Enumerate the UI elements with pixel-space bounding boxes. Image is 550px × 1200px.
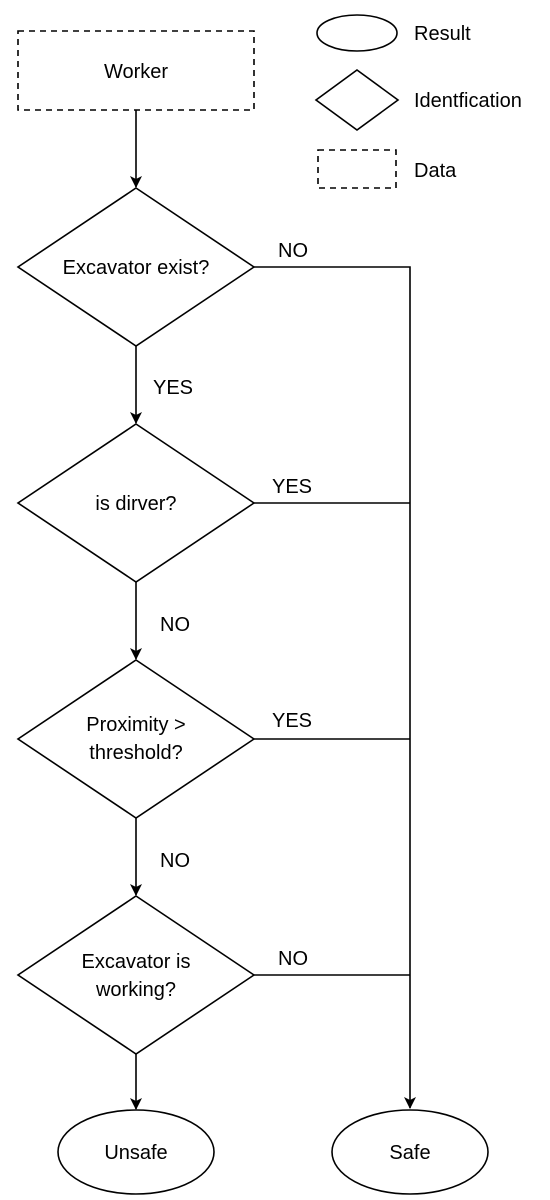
- legend-result-shape: [316, 14, 398, 52]
- edge-exist-yes-label: YES: [153, 377, 193, 399]
- safe-result: [331, 1109, 489, 1195]
- edge-proximity-yes-label: YES: [272, 710, 312, 732]
- legend-data-shape: [317, 149, 397, 189]
- legend-identification-label: Identfication: [414, 90, 522, 112]
- worker-label: Worker: [104, 61, 168, 83]
- unsafe-label: Unsafe: [104, 1142, 167, 1164]
- edge-proximity-no-label: NO: [160, 850, 190, 872]
- edge-driver-yes-label: YES: [272, 476, 312, 498]
- edge-working-no-label: NO: [278, 948, 308, 970]
- working-label-line1: Excavator is: [82, 951, 191, 973]
- proximity-label-line2: threshold?: [89, 742, 182, 764]
- is-driver-label: is dirver?: [95, 493, 176, 515]
- legend-identification-shape: [314, 69, 400, 131]
- proximity-label-line1: Proximity >: [86, 714, 185, 736]
- working-label-line2: working?: [95, 979, 176, 1001]
- excavator-exist-label: Excavator exist?: [63, 257, 210, 279]
- legend: Result Identfication Data: [314, 14, 522, 189]
- legend-result-label: Result: [414, 23, 471, 45]
- edge-exist-no-label: NO: [278, 240, 308, 262]
- working-decision: [16, 895, 256, 1055]
- proximity-decision: [16, 659, 256, 819]
- worker-node: [17, 30, 255, 111]
- unsafe-result: [57, 1109, 215, 1195]
- edge-driver-no-label: NO: [160, 614, 190, 636]
- edge-exist-no: [254, 266, 416, 1109]
- legend-data-label: Data: [414, 160, 457, 182]
- safe-label: Safe: [389, 1142, 430, 1164]
